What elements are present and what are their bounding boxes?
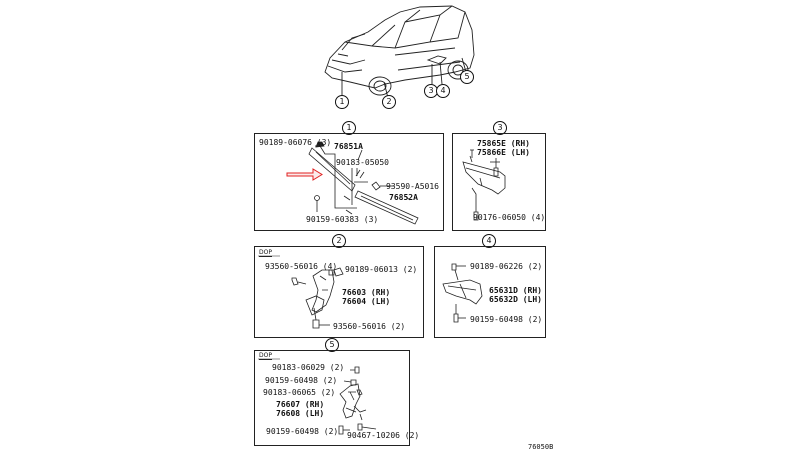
panel4-label-2[interactable]: 65631D (RH) — [489, 286, 542, 295]
panel2-label-2[interactable]: 90189-06013 (2) — [345, 265, 418, 274]
panel-5 — [254, 350, 410, 446]
panel2-number: 2 — [332, 234, 346, 248]
panel-2 — [254, 246, 424, 338]
panel5-label-1[interactable]: 90183-06029 (2) — [272, 363, 345, 372]
car-callout-4[interactable]: 4 — [436, 84, 450, 98]
panel2-dop-tag: DOP — [259, 249, 272, 257]
panel1-label-1[interactable]: 90189-06076 (3) — [259, 138, 332, 147]
panel2-label-1[interactable]: 93560-56016 (4) — [265, 262, 338, 271]
panel5-dop-tag: DOP — [259, 352, 272, 360]
panel4-label-3[interactable]: 65632D (LH) — [489, 295, 542, 304]
panel1-label-2[interactable]: 76851A — [334, 142, 363, 151]
panel5-label-6[interactable]: 90159-60498 (2) — [266, 427, 339, 436]
panel3-parts — [462, 149, 506, 221]
panel5-label-7[interactable]: 90467-10206 (2) — [347, 431, 420, 440]
panel1-label-6[interactable]: 90159-60383 (3) — [306, 215, 379, 224]
panel5-label-2[interactable]: 90159-60498 (2) — [265, 376, 338, 385]
panel2-label-4[interactable]: 76604 (LH) — [342, 297, 391, 306]
panel3-label-2[interactable]: 75866E (LH) — [477, 148, 530, 157]
panel5-label-3[interactable]: 90183-06065 (2) — [263, 388, 336, 397]
car-callout-2[interactable]: 2 — [382, 95, 396, 109]
panel1-label-5[interactable]: 76852A — [389, 193, 418, 202]
car-callout-5[interactable]: 5 — [460, 70, 474, 84]
panel-3 — [452, 133, 546, 231]
panel1-label-3[interactable]: 90183-05050 — [336, 158, 389, 167]
panel-4 — [434, 246, 546, 338]
panel5-label-4[interactable]: 76607 (RH) — [276, 400, 325, 409]
diagram-code: 76050B — [528, 443, 554, 451]
panel-1 — [254, 133, 444, 231]
red-arrow-icon — [286, 168, 323, 181]
panel4-parts — [442, 263, 483, 323]
panel2-label-5[interactable]: 93560-56016 (2) — [333, 322, 406, 331]
panel3-number: 3 — [493, 121, 507, 135]
panel1-number: 1 — [342, 121, 356, 135]
panel4-label-4[interactable]: 90159-60498 (2) — [470, 315, 543, 324]
panel3-label-1[interactable]: 75865E (RH) — [477, 139, 530, 148]
panel4-number: 4 — [482, 234, 496, 248]
panel5-parts — [338, 366, 377, 435]
panel1-label-4[interactable]: 93590-A5016 — [386, 182, 439, 191]
panel5-label-5[interactable]: 76608 (LH) — [276, 409, 325, 418]
panel5-number: 5 — [325, 338, 339, 352]
car-callout-1[interactable]: 1 — [335, 95, 349, 109]
panel4-label-1[interactable]: 90189-06226 (2) — [470, 262, 543, 271]
panel2-parts — [291, 267, 344, 329]
panel1-parts — [308, 141, 419, 225]
panel3-label-3[interactable]: 90176-06050 (4) — [473, 213, 546, 222]
panel2-label-3[interactable]: 76603 (RH) — [342, 288, 391, 297]
car-illustration — [324, 5, 475, 99]
